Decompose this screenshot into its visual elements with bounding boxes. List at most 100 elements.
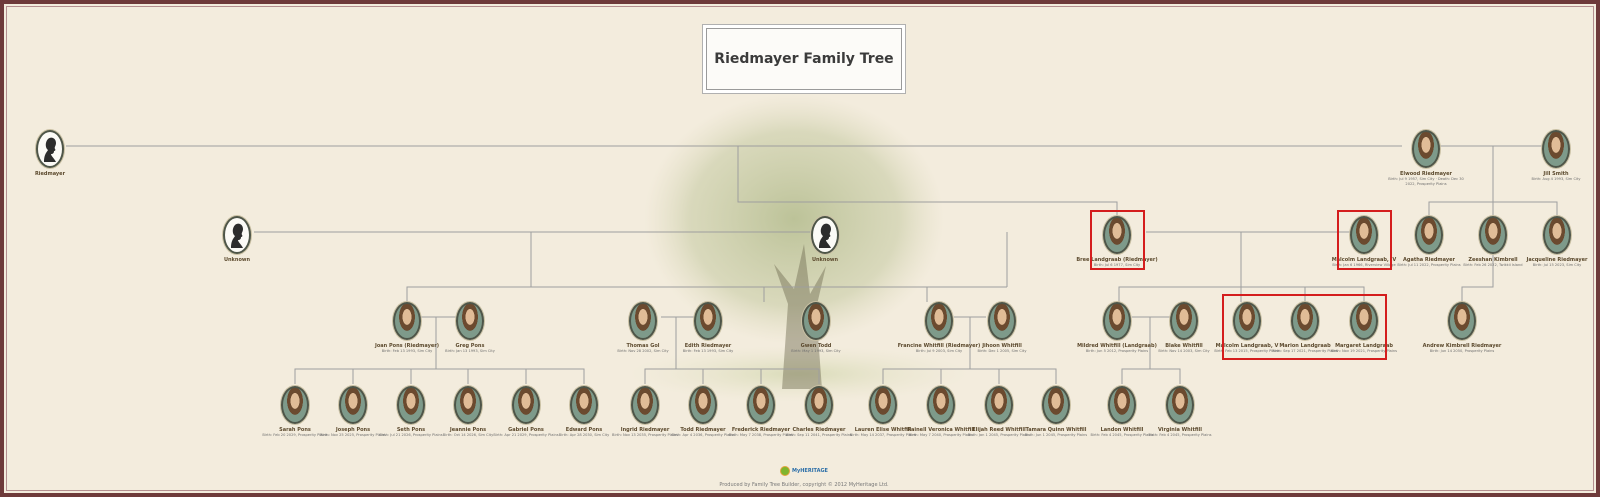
person-info: Birth: Nov 19 2021, Prosperity Plains xyxy=(1330,349,1398,353)
portrait-photo[interactable] xyxy=(339,386,367,424)
portrait-photo[interactable] xyxy=(631,386,659,424)
portrait-photo[interactable] xyxy=(1448,302,1476,340)
person-info: Birth: Dec 1 2005, Sim City xyxy=(977,349,1027,353)
portrait-photo[interactable] xyxy=(689,386,717,424)
portrait-photo[interactable] xyxy=(1291,302,1319,340)
person-info: Birth: Jun 1 2045, Prosperity Plains xyxy=(1024,433,1088,437)
portrait-photo[interactable] xyxy=(925,302,953,340)
person-name: Frederick Riedmayer xyxy=(731,427,791,433)
person-card-bree[interactable]: Bree Landgraab (Riedmayer)Birth: Jul 6 1… xyxy=(1075,216,1159,268)
portrait-photo[interactable] xyxy=(512,386,540,424)
portrait-photo[interactable] xyxy=(1542,130,1570,168)
portrait-photo[interactable] xyxy=(1350,302,1378,340)
portrait-photo[interactable] xyxy=(802,302,830,340)
myheritage-logo[interactable]: MyHERITAGE xyxy=(780,466,828,476)
portrait-photo[interactable] xyxy=(456,302,484,340)
portrait-photo[interactable] xyxy=(1166,386,1194,424)
portrait-photo[interactable] xyxy=(1543,216,1571,254)
person-card-unknown[interactable]: Unknown xyxy=(195,216,279,263)
portrait-photo[interactable] xyxy=(694,302,722,340)
person-info: Birth: May 14 2037, Prosperity Plains xyxy=(849,433,917,437)
person-name: Lauren Elise Whitfill xyxy=(854,427,912,433)
person-name: Jeannie Pons xyxy=(449,427,487,433)
silhouette-portrait-icon[interactable] xyxy=(36,130,64,168)
person-info: Birth: Sep 11 2041, Prosperity Plains xyxy=(786,433,852,437)
portrait-photo[interactable] xyxy=(988,302,1016,340)
portrait-photo[interactable] xyxy=(1170,302,1198,340)
portrait-photo[interactable] xyxy=(1042,386,1070,424)
person-name: Mildred Whitfill (Landgraab) xyxy=(1077,343,1157,349)
portrait-photo[interactable] xyxy=(1350,216,1378,254)
portrait-photo[interactable] xyxy=(1479,216,1507,254)
person-info: Birth: Apr 21 2029, Prosperity Plains xyxy=(493,433,559,437)
portrait-photo[interactable] xyxy=(281,386,309,424)
portrait-photo[interactable] xyxy=(1103,216,1131,254)
person-card-unknown2[interactable]: Unknown xyxy=(783,216,867,263)
portrait-photo[interactable] xyxy=(1108,386,1136,424)
person-info: Birth: Jan 13 1993, Sim City xyxy=(445,349,495,353)
person-info: Birth: Nov 28 2002, Sim City xyxy=(617,349,669,353)
person-info: Birth: Apr 28 2030, Sim City xyxy=(558,433,610,437)
person-name: Malcolm Landgraab, V xyxy=(1215,343,1279,349)
silhouette-portrait-icon[interactable] xyxy=(811,216,839,254)
portrait-photo[interactable] xyxy=(747,386,775,424)
portrait-photo[interactable] xyxy=(805,386,833,424)
portrait-photo[interactable] xyxy=(570,386,598,424)
person-card-francine[interactable]: Francine Whitfill (Riedmayer)Birth: Jul … xyxy=(897,302,981,354)
person-card-joan[interactable]: Joan Pons (Riedmayer)Birth: Feb 13 1993,… xyxy=(365,302,449,354)
portrait-photo[interactable] xyxy=(927,386,955,424)
portrait-photo[interactable] xyxy=(1103,302,1131,340)
person-name: Riedmayer xyxy=(34,171,66,177)
person-card-mildred[interactable]: Mildred Whitfill (Landgraab)Birth: Jun 5… xyxy=(1075,302,1159,354)
portrait-photo[interactable] xyxy=(1233,302,1261,340)
person-card-riedmayer[interactable]: Riedmayer xyxy=(8,130,92,177)
person-name: Edward Pons xyxy=(565,427,603,433)
person-name: Unknown xyxy=(223,257,251,263)
silhouette-portrait-icon[interactable] xyxy=(223,216,251,254)
person-info: Birth: Jan 6 1966, Riverview Village xyxy=(1332,263,1396,267)
portrait-photo[interactable] xyxy=(397,386,425,424)
portrait-photo[interactable] xyxy=(985,386,1013,424)
title-box: Riedmayer Family Tree xyxy=(706,28,902,90)
portrait-photo[interactable] xyxy=(1415,216,1443,254)
portrait-photo[interactable] xyxy=(869,386,897,424)
portrait-photo[interactable] xyxy=(393,302,421,340)
portrait-photo[interactable] xyxy=(454,386,482,424)
portrait-photo[interactable] xyxy=(1412,130,1440,168)
portrait-photo[interactable] xyxy=(629,302,657,340)
person-info: Birth: May 1 1993, Sim City xyxy=(791,349,841,353)
person-name: Greg Pons xyxy=(455,343,485,349)
